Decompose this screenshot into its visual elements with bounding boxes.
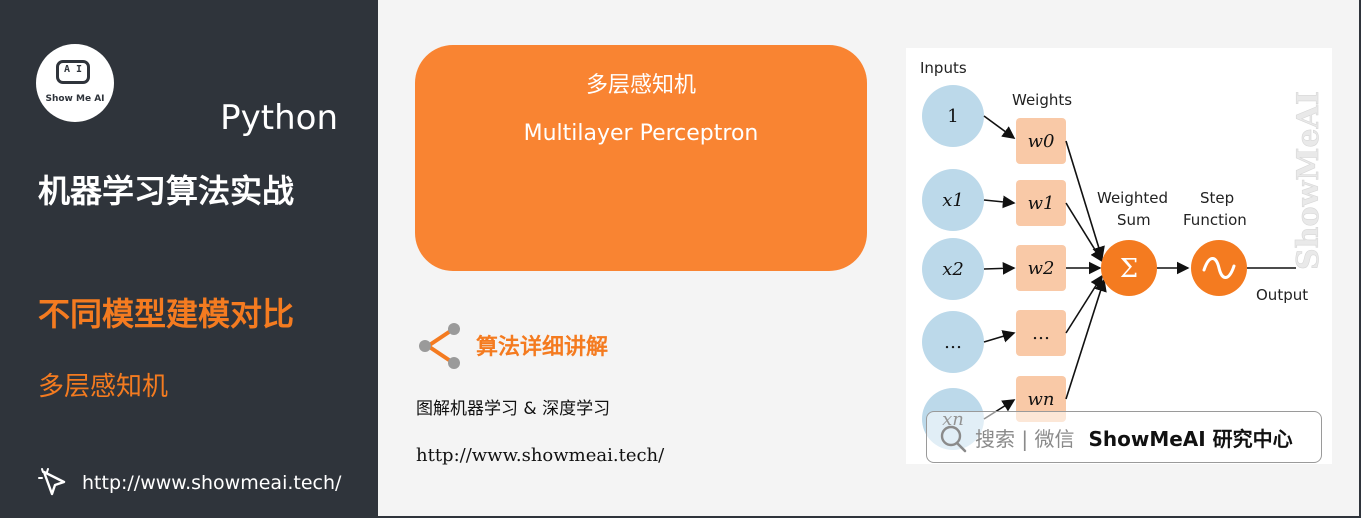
sine-wave-icon	[1202, 257, 1236, 279]
weight-arrow	[1065, 278, 1107, 400]
weight-box	[1016, 376, 1066, 422]
search-text: 搜索 | 微信	[975, 426, 1075, 451]
sum-node	[1101, 240, 1157, 296]
algo-explain-row[interactable]: 算法详细讲解	[414, 320, 608, 370]
weight-box	[1016, 245, 1066, 291]
search-badge[interactable]: 搜索 | 微信 ShowMeAI 研究中心	[926, 411, 1322, 463]
logo-text: Show Me AI	[45, 94, 105, 104]
weight-box	[1016, 118, 1066, 164]
input-node	[922, 85, 984, 147]
middle-website-link[interactable]: http://www.showmeai.tech/	[416, 445, 665, 466]
perceptron-diagram: Inputs Weights Weighted Sum Step Functio…	[906, 48, 1332, 464]
vertical-brand-text: ShowMeAI	[1292, 91, 1326, 270]
inputs-label: Inputs	[920, 59, 967, 77]
input-label: x1	[942, 190, 964, 211]
card-title-en: Multilayer Perceptron	[523, 121, 759, 146]
input-node	[922, 238, 984, 300]
input-node	[922, 311, 984, 373]
showmeai-logo[interactable]: A I Show Me AI	[36, 44, 114, 122]
section-title: 不同模型建模对比	[38, 295, 295, 333]
website-link[interactable]: http://www.showmeai.tech/	[82, 472, 342, 494]
input-arrow	[983, 330, 1016, 343]
weight-arrow	[1065, 202, 1103, 263]
input-arrow	[983, 261, 1016, 275]
weighted-sum-label-2: Sum	[1117, 211, 1151, 229]
bottom-border	[378, 516, 1361, 518]
weight-box	[1016, 310, 1066, 356]
input-label: x2	[942, 259, 964, 280]
card-title-cn: 多层感知机	[585, 73, 696, 98]
weighted-sum-label-1: Weighted	[1097, 189, 1168, 207]
weight-label: w0	[1028, 131, 1055, 152]
weight-arrow	[1065, 140, 1105, 260]
weight-label: w2	[1028, 258, 1055, 279]
algo-explain-label: 算法详细讲解	[476, 335, 609, 360]
input-arrow	[983, 195, 1016, 209]
output-label: Output	[1256, 286, 1308, 304]
left-link-row[interactable]: http://www.showmeai.tech/	[36, 466, 341, 500]
input-node	[922, 169, 984, 231]
robot-face-icon: A I	[56, 60, 90, 84]
perceptron-svg: Inputs Weights Weighted Sum Step Functio…	[920, 59, 1308, 450]
step-label-1: Step	[1200, 189, 1234, 207]
step-label-2: Function	[1183, 211, 1247, 229]
course-title: 机器学习算法实战	[38, 172, 295, 210]
search-icon	[940, 425, 967, 453]
section-subtitle: 多层感知机	[38, 372, 169, 402]
input-label: …	[944, 332, 962, 353]
weight-label: …	[1032, 323, 1050, 344]
weight-label: wn	[1028, 389, 1055, 410]
vertical-brand-watermark: ShowMeAI	[1292, 91, 1326, 271]
weight-label: w1	[1028, 193, 1055, 214]
weights-label: Weights	[1012, 91, 1072, 109]
title-card: 多层感知机 Multilayer Perceptron	[415, 45, 867, 271]
weight-box	[1016, 180, 1066, 226]
input-arrow	[983, 115, 1016, 139]
left-panel: A I Show Me AI Python 机器学习算法实战 不同模型建模对比 …	[0, 0, 378, 518]
share-icon	[419, 323, 460, 369]
search-brand: ShowMeAI 研究中心	[1088, 426, 1293, 451]
right-border	[1359, 0, 1361, 518]
tagline: 图解机器学习 & 深度学习	[416, 399, 611, 419]
input-label: 1	[947, 106, 958, 127]
cursor-click-icon	[38, 468, 66, 496]
python-label: Python	[220, 98, 338, 138]
sum-symbol: Σ	[1120, 254, 1138, 284]
